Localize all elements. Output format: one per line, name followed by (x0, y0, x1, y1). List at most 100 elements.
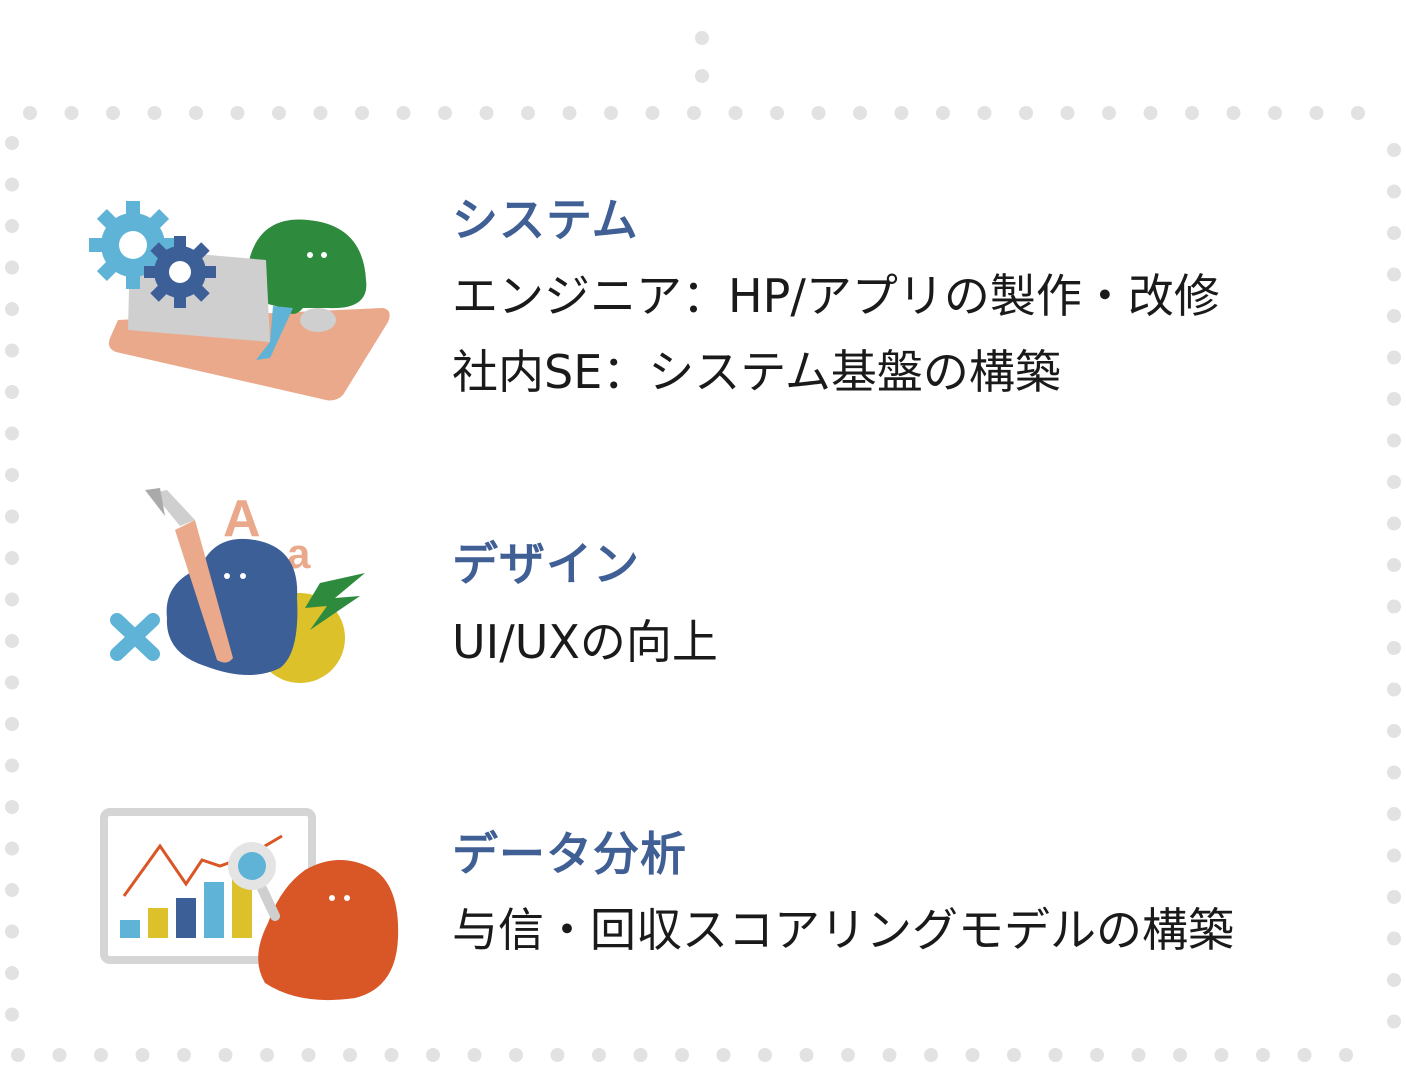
frame-dot (1019, 106, 1033, 120)
frame-dot (550, 1048, 565, 1062)
frame-dot (5, 800, 19, 814)
frame-dot (1387, 641, 1401, 655)
frame-dot (5, 717, 19, 731)
frame-dot (1387, 807, 1401, 821)
frame-dot (1268, 106, 1282, 120)
frame-dot (1048, 1048, 1063, 1062)
frame-dot (1256, 1048, 1270, 1062)
frame-dot (1387, 309, 1401, 323)
frame-dot (1387, 267, 1401, 282)
frame-dot (5, 758, 19, 773)
frame-dot (1351, 106, 1365, 120)
frame-dot (728, 106, 743, 120)
section-title: デザイン (452, 537, 640, 591)
section-title: データ分析 (452, 827, 687, 881)
frame-dot (5, 219, 19, 233)
frame-dot (882, 1048, 897, 1062)
section-description: エンジニア：HP/アプリの製作・改修 社内SE：システム基盤の構築 (452, 258, 1220, 410)
frame-dot (633, 1048, 648, 1062)
frame-dot (1387, 848, 1401, 863)
frame-dot (924, 1048, 938, 1062)
frame-dot (811, 106, 826, 120)
frame-dot (521, 106, 535, 120)
frame-dot (1387, 226, 1401, 240)
frame-dot (5, 924, 19, 939)
frame-dot (758, 1048, 772, 1062)
frame-dot (1387, 350, 1401, 365)
frame-dot (1102, 106, 1116, 120)
analyst-chart-magnifier-icon (100, 808, 399, 1001)
frame-dot (1387, 765, 1401, 780)
frame-dot (467, 1048, 482, 1062)
description-line: エンジニア：HP/アプリの製作・改修 (452, 269, 1220, 323)
frame-dot (177, 1048, 191, 1062)
frame-dot (1387, 475, 1401, 489)
svg-text:A: A (223, 490, 261, 548)
frame-dot (1387, 392, 1401, 406)
frame-dot (5, 177, 19, 192)
frame-dot (841, 1048, 855, 1062)
description-line: 社内SE：システム基盤の構築 (452, 345, 1061, 399)
frame-dot (1387, 516, 1401, 531)
frame-dot (396, 106, 411, 120)
frame-dot (1387, 682, 1401, 697)
frame-dot (5, 509, 19, 524)
frame-dot (853, 106, 867, 120)
frame-dot (1387, 599, 1401, 614)
developer-laptop-gears-icon (89, 201, 390, 401)
frame-dot (230, 106, 245, 120)
frame-dot (1226, 106, 1241, 120)
frame-dot (562, 106, 577, 120)
frame-dot (1007, 1048, 1021, 1062)
frame-dot (965, 1048, 980, 1062)
frame-dot (1387, 973, 1401, 987)
frame-dot (301, 1048, 316, 1062)
frame-dot (343, 1048, 357, 1062)
frame-dot (5, 966, 19, 980)
frame-dot (355, 106, 369, 120)
section-title: システム (452, 193, 639, 247)
frame-dot (64, 106, 79, 120)
frame-dot (5, 302, 19, 316)
frame-dot (5, 468, 19, 482)
frame-dot (1387, 1014, 1401, 1029)
frame-dot (1185, 106, 1199, 120)
frame-dot (716, 1048, 731, 1062)
frame-dot (770, 106, 784, 120)
frame-dot (1387, 890, 1401, 904)
frame-dot (5, 426, 19, 441)
frame-dot (894, 106, 909, 120)
frame-dot (1387, 558, 1401, 572)
frame-dot (5, 883, 19, 897)
frame-dot (438, 106, 452, 120)
frame-dot (5, 136, 19, 150)
frame-dot (977, 106, 992, 120)
frame-dot (1090, 1048, 1104, 1062)
frame-dot (695, 69, 709, 83)
frame-dot (189, 106, 203, 120)
frame-dot (1387, 931, 1401, 946)
frame-dot (799, 1048, 814, 1062)
frame-dot (260, 1048, 274, 1062)
frame-dot (1143, 106, 1158, 120)
frame-dot (1387, 724, 1401, 738)
frame-dot (426, 1048, 440, 1062)
frame-dot (5, 841, 19, 856)
section-description: 与信・回収スコアリングモデルの構築 (452, 892, 1234, 968)
frame-dot (5, 343, 19, 358)
frame-dot (5, 634, 19, 648)
frame-dot (695, 31, 709, 45)
frame-dot (1214, 1048, 1229, 1062)
frame-dot (1339, 1048, 1353, 1062)
frame-dot (5, 260, 19, 275)
frame-dot (936, 106, 950, 120)
designer-pen-letters-icon: A a (110, 488, 365, 683)
frame-dot (11, 1048, 25, 1062)
frame-dot (5, 592, 19, 607)
description-line: UI/UXの向上 (452, 615, 718, 669)
frame-dot (592, 1048, 606, 1062)
frame-dot (52, 1048, 67, 1062)
frame-dot (272, 106, 286, 120)
frame-dot (106, 106, 120, 120)
